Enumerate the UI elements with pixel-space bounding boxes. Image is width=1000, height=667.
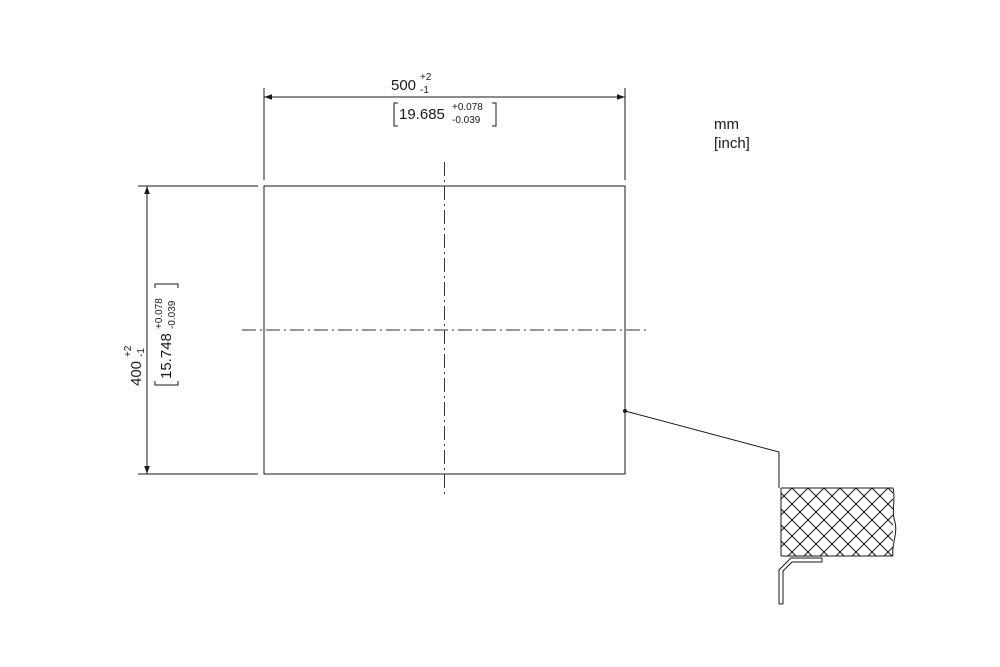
width-mm-lower-tol: -1: [420, 85, 429, 96]
detail-leader: [623, 409, 780, 488]
units-inch-label: [inch]: [714, 135, 750, 152]
height-mm-upper-tol: +2: [123, 345, 134, 357]
height-inch-upper-tol: +0.078: [154, 298, 165, 329]
panel-section-detail: [778, 487, 897, 605]
width-inch-upper-tol: +0.078: [452, 102, 483, 113]
width-inch-bracket-left: [393, 102, 398, 127]
height-inch-bracket-right: [154, 283, 179, 288]
height-mm-label: 400: [128, 361, 145, 386]
width-inch-lower-tol: -0.039: [452, 115, 481, 126]
width-mm-label: 500: [391, 77, 416, 94]
height-mm-lower-tol: -1: [136, 348, 147, 357]
width-inch-label: 19.685: [399, 106, 445, 123]
width-mm-upper-tol: +2: [420, 72, 432, 83]
height-inch-lower-tol: -0.039: [167, 300, 178, 329]
mounting-bracket: [778, 557, 823, 605]
height-dimension: 400 +2 -1 15.748 +0.078 -0.039: [123, 185, 258, 475]
width-inch-bracket-right: [492, 102, 497, 127]
height-inch-label: 15.748: [158, 333, 175, 379]
units-mm-label: mm: [714, 116, 739, 133]
width-dimension: 500 +2 -1 19.685 +0.078 -0.039: [263, 72, 626, 180]
height-inch-bracket-left: [154, 381, 179, 386]
insulation-hatch: [781, 488, 893, 556]
